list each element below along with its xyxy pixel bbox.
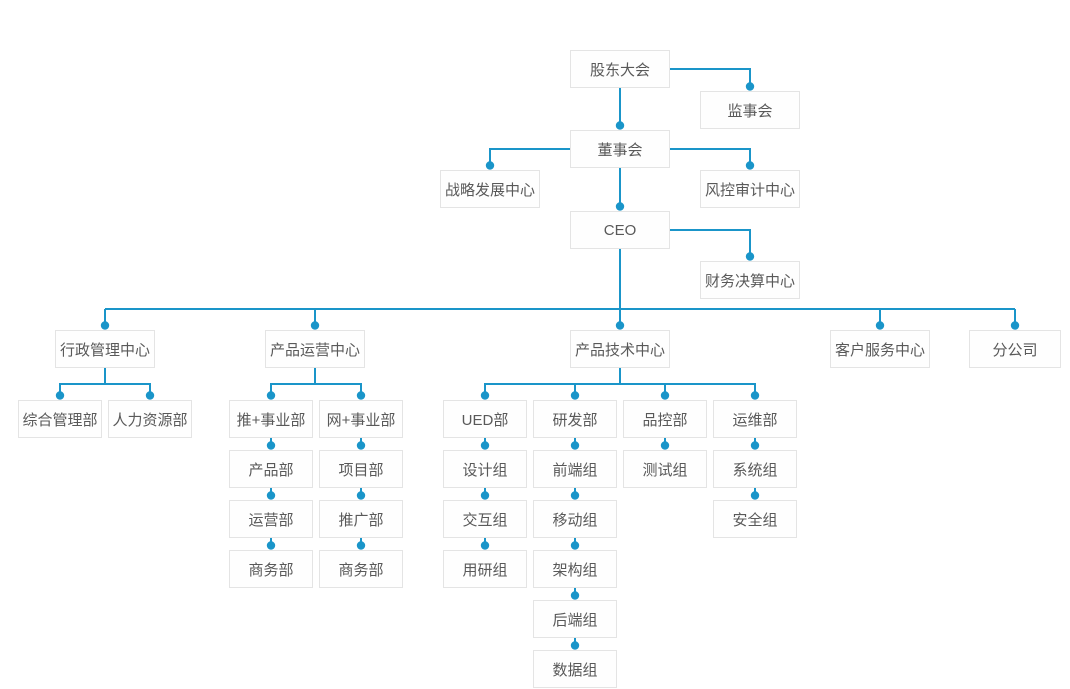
org-node-interaction-group[interactable]: 交互组 — [443, 500, 527, 538]
org-node-business-dept-1[interactable]: 商务部 — [229, 550, 313, 588]
org-node-promotion-dept[interactable]: 推广部 — [319, 500, 403, 538]
org-node-ceo[interactable]: CEO — [570, 211, 670, 249]
org-node-board-of-directors[interactable]: 董事会 — [570, 130, 670, 168]
org-node-tui-plus-business-dept[interactable]: 推+事业部 — [229, 400, 313, 438]
org-node-project-dept[interactable]: 项目部 — [319, 450, 403, 488]
org-node-business-dept-2[interactable]: 商务部 — [319, 550, 403, 588]
org-node-shareholders-meeting[interactable]: 股东大会 — [570, 50, 670, 88]
org-node-general-management-dept[interactable]: 综合管理部 — [18, 400, 102, 438]
org-node-risk-audit-center[interactable]: 风控审计中心 — [700, 170, 800, 208]
org-node-user-research-group[interactable]: 用研组 — [443, 550, 527, 588]
org-node-frontend-group[interactable]: 前端组 — [533, 450, 617, 488]
org-node-system-group[interactable]: 系统组 — [713, 450, 797, 488]
org-node-operation-dept[interactable]: 运营部 — [229, 500, 313, 538]
org-node-product-technology-center[interactable]: 产品技术中心 — [570, 330, 670, 368]
org-node-customer-service-center[interactable]: 客户服务中心 — [830, 330, 930, 368]
org-node-supervisory-board[interactable]: 监事会 — [700, 91, 800, 129]
org-node-product-operation-center[interactable]: 产品运营中心 — [265, 330, 365, 368]
org-node-mobile-group[interactable]: 移动组 — [533, 500, 617, 538]
connector-lines — [59, 68, 1016, 642]
org-node-wang-plus-business-dept[interactable]: 网+事业部 — [319, 400, 403, 438]
org-node-architecture-group[interactable]: 架构组 — [533, 550, 617, 588]
org-node-branch-company[interactable]: 分公司 — [969, 330, 1061, 368]
org-node-backend-group[interactable]: 后端组 — [533, 600, 617, 638]
org-node-ued-dept[interactable]: UED部 — [443, 400, 527, 438]
org-node-data-group[interactable]: 数据组 — [533, 650, 617, 688]
org-node-human-resources-dept[interactable]: 人力资源部 — [108, 400, 192, 438]
org-node-ops-maintenance-dept[interactable]: 运维部 — [713, 400, 797, 438]
org-node-quality-control-dept[interactable]: 品控部 — [623, 400, 707, 438]
org-node-product-dept[interactable]: 产品部 — [229, 450, 313, 488]
org-node-rd-dept[interactable]: 研发部 — [533, 400, 617, 438]
org-node-administration-center[interactable]: 行政管理中心 — [55, 330, 155, 368]
org-node-testing-group[interactable]: 测试组 — [623, 450, 707, 488]
org-node-financial-settlement-center[interactable]: 财务决算中心 — [700, 261, 800, 299]
connector-dots — [55, 82, 1020, 650]
org-node-design-group[interactable]: 设计组 — [443, 450, 527, 488]
org-node-security-group[interactable]: 安全组 — [713, 500, 797, 538]
org-node-strategic-development-center[interactable]: 战略发展中心 — [440, 170, 540, 208]
